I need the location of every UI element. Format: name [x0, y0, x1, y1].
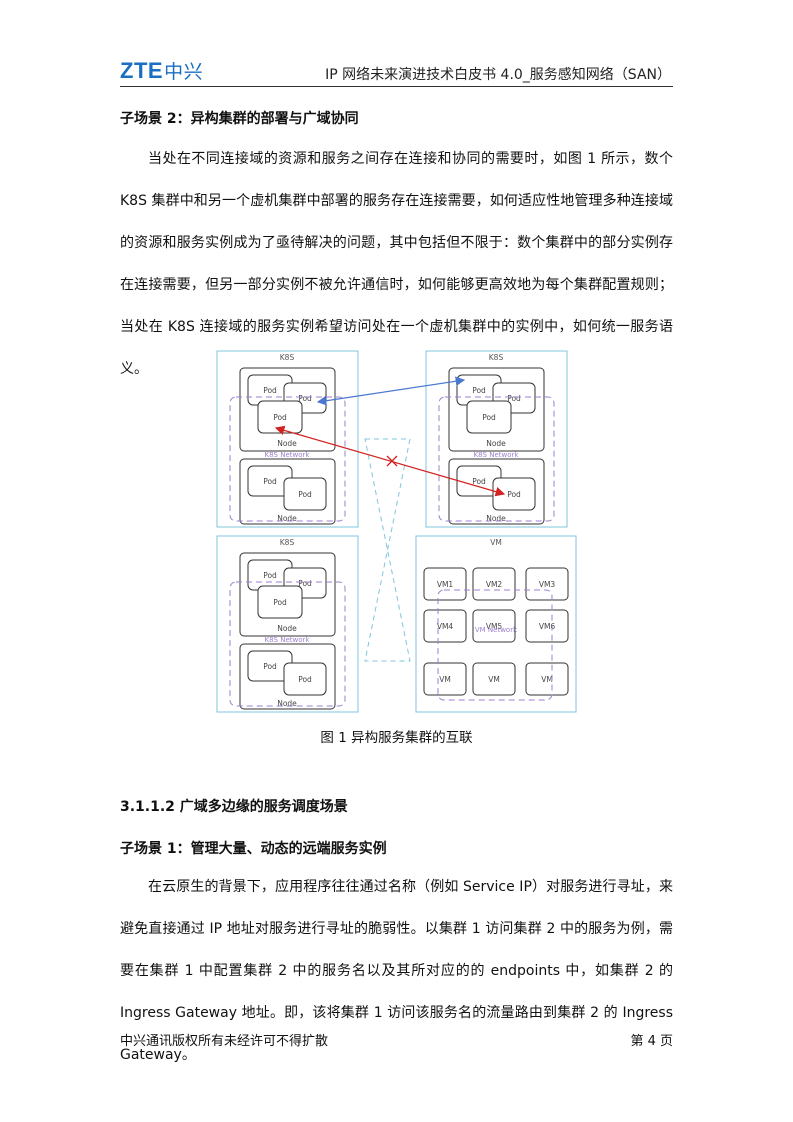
- vm-cluster-frame: [415, 535, 577, 713]
- header-rule: [120, 86, 673, 87]
- interconnect-hourglass: [364, 438, 411, 662]
- logo-latin: ZTE: [120, 58, 164, 83]
- node-label: Node: [486, 514, 506, 523]
- blocked-x-icon: [386, 455, 398, 467]
- pod-label: Pod: [263, 386, 277, 395]
- section-heading-scenario-2: 子场景 2：异构集群的部署与广域协同: [120, 111, 359, 127]
- figure-caption: 图 1 异构服务集群的互联: [320, 730, 473, 746]
- vm-label: VM6: [539, 622, 556, 631]
- vm-box: [525, 662, 569, 696]
- pod-label: Pod: [472, 477, 486, 486]
- node-label: Node: [277, 699, 297, 708]
- vm-box: [525, 567, 569, 601]
- vm-label: VM1: [437, 580, 454, 589]
- pod-label: Pod: [273, 413, 287, 422]
- k8s-network-region: [229, 396, 346, 522]
- node-label: Node: [277, 439, 297, 448]
- vm-label: VM: [488, 675, 500, 684]
- pod-label: Pod: [507, 394, 521, 403]
- footer-copyright: 中兴通讯版权所有未经许可不得扩散: [120, 1034, 329, 1049]
- blocked-connection-arrow: [274, 425, 506, 497]
- pod-label: Pod: [482, 413, 496, 422]
- node-label: Node: [277, 624, 297, 633]
- pod-label: Pod: [273, 598, 287, 607]
- footer-page-number: 第 4 页: [630, 1034, 673, 1049]
- pod-label: Pod: [472, 386, 486, 395]
- vm-network-region: [437, 589, 553, 701]
- vm-label: VM: [439, 675, 451, 684]
- vm-label: VM: [541, 675, 553, 684]
- vm-label: VM3: [539, 580, 556, 589]
- node-label: Node: [486, 439, 506, 448]
- pod-box: [283, 662, 327, 696]
- node-label: Node: [277, 514, 297, 523]
- pod-label: Pod: [263, 477, 277, 486]
- allowed-connection-arrow: [316, 376, 466, 406]
- scenario-1-paragraph: 在云原生的背景下，应用程序往往通过名称（例如 Service IP）对服务进行寻…: [120, 879, 673, 1063]
- k8s-cluster-label: K8S: [280, 353, 295, 362]
- scenario-2-paragraph: 当处在不同连接域的资源和服务之间存在连接和协同的需要时，如图 1 所示，数个 K…: [120, 151, 673, 377]
- zte-logo: ZTE中兴: [120, 57, 203, 84]
- pod-label: Pod: [298, 490, 312, 499]
- node-box: [239, 643, 336, 710]
- vm-box: [472, 609, 516, 643]
- section-heading-3-1-1-2: 3.1.1.2 广域多边缘的服务调度场景: [120, 799, 348, 815]
- k8s-network-label: K8S Network: [265, 451, 311, 459]
- vm-label: VM4: [437, 622, 454, 631]
- vm-box: [472, 662, 516, 696]
- k8s-network-label: K8S Network: [265, 636, 311, 644]
- vm-label: VM2: [486, 580, 503, 589]
- k8s-cluster-label: K8S: [489, 353, 504, 362]
- vm-box: [423, 567, 467, 601]
- k8s-cluster-label: K8S: [280, 538, 295, 547]
- vm-label: VM5: [486, 622, 503, 631]
- vm-box: [525, 609, 569, 643]
- vm-box: [472, 567, 516, 601]
- pod-label: Pod: [507, 490, 521, 499]
- vm-network-label: VM Network: [475, 626, 518, 634]
- pod-box: [257, 585, 303, 619]
- k8s-network-region: [229, 581, 346, 707]
- k8s-cluster-frame: [216, 535, 359, 713]
- pod-label: Pod: [263, 571, 277, 580]
- pod-label: Pod: [263, 662, 277, 671]
- vm-box: [423, 609, 467, 643]
- vm-cluster-label: VM: [490, 538, 502, 547]
- document-title: IP 网络未来演进技术白皮书 4.0_服务感知网络（SAN）: [325, 67, 671, 83]
- k8s-network-label: K8S Network: [474, 451, 520, 459]
- vm-box: [423, 662, 467, 696]
- node-box: [239, 552, 336, 637]
- pod-label: Pod: [298, 579, 312, 588]
- subsection-heading-scenario-1: 子场景 1：管理大量、动态的远端服务实例: [120, 841, 387, 857]
- logo-cn: 中兴: [164, 62, 204, 83]
- pod-label: Pod: [298, 394, 312, 403]
- pod-label: Pod: [298, 675, 312, 684]
